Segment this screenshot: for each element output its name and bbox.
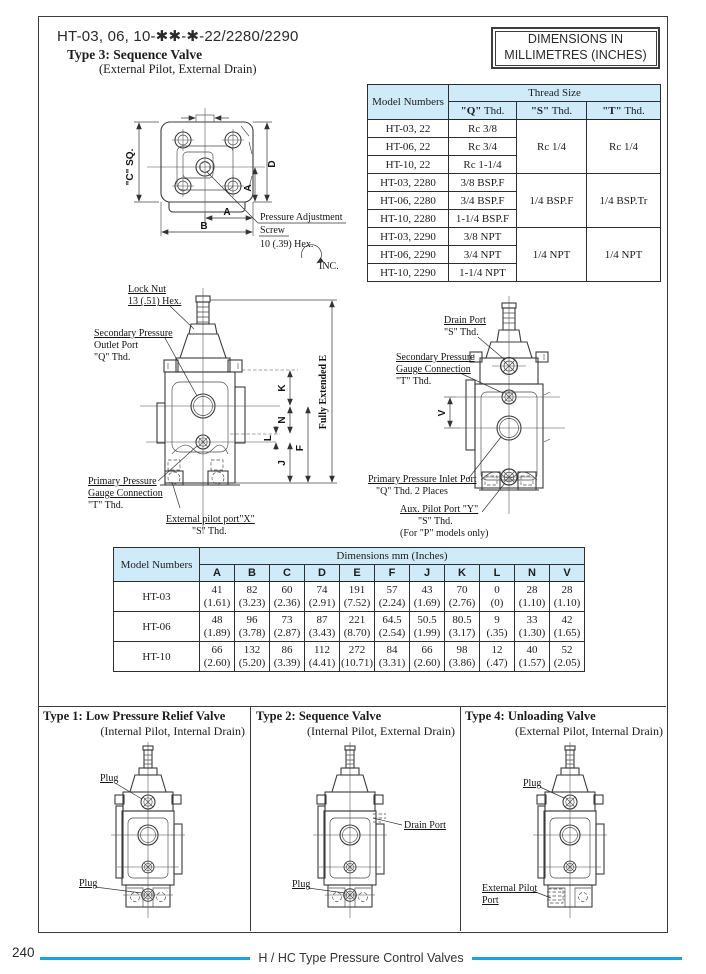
dimensions-note-line1: DIMENSIONS IN	[527, 32, 624, 47]
dim-label-fully-extended-e: Fully Extended E	[318, 354, 329, 429]
type2-subheading: (Internal Pilot, External Drain)	[307, 724, 455, 738]
type2-drain-port-label: Drain Port	[404, 820, 446, 831]
type3-subheading: (External Pilot, External Drain)	[99, 62, 257, 76]
pressure-adjustment-label-line3: 10 (.39) Hex.	[260, 239, 313, 250]
aux-pilot-label-line3: (For "P" models only)	[400, 528, 488, 539]
type1-type2-divider	[250, 707, 251, 931]
table-row: HT-10 66(2.60) 132(5.20) 86(3.39) 112(4.…	[113, 641, 585, 672]
thread-table-s-header: "S" Thd.	[516, 101, 587, 120]
type4-ext-pilot-label-line1: External Pilot	[482, 883, 537, 894]
dim-label-f: F	[295, 445, 306, 451]
dim-label-k: K	[277, 384, 288, 392]
secondary-gauge-label-line2: Gauge Connection	[396, 364, 471, 375]
top-view-diagram: "C" SQ. A D A B Pressure Adjustment Scre…	[125, 108, 346, 272]
dim-table-model-header: Model Numbers	[113, 547, 200, 582]
type1-heading: Type 1: Low Pressure Relief Valve	[43, 709, 226, 723]
lock-nut-label-line2: 13 (.51) Hex.	[128, 296, 181, 307]
external-pilot-port-label-line1: External pilot port"X"	[166, 514, 255, 525]
aux-pilot-label-line1: Aux. Pilot Port "Y"	[400, 504, 478, 515]
dim-label-a-bottom: A	[223, 207, 230, 218]
drain-port-label-line1: Drain Port	[444, 315, 486, 326]
table-row: HT-03, 22 Rc 3/8 Rc 1/4 Rc 1/4	[367, 119, 661, 174]
side-view-diagram: Drain Port "S" Thd. Secondary Pressure G…	[368, 296, 565, 539]
outlet-port-label-line1: Secondary Pressure	[94, 328, 173, 339]
type2-type4-divider	[460, 707, 461, 931]
secondary-gauge-label-line1: Secondary Pressure	[396, 352, 475, 363]
dim-label-l: L	[263, 435, 274, 441]
dim-label-n: N	[277, 416, 288, 423]
page-title: HT-03, 06, 10-✱✱-✱-22/2280/2290	[57, 28, 299, 45]
dim-label-v: V	[437, 409, 448, 416]
drain-port-label-line2: "S" Thd.	[444, 327, 479, 338]
type4-subheading: (External Pilot, Internal Drain)	[515, 724, 663, 738]
dim-table-group-header: Dimensions mm (Inches)	[199, 547, 585, 565]
dim-label-d: D	[267, 160, 278, 167]
page-number: 240	[12, 945, 35, 960]
dim-label-j: J	[277, 460, 288, 466]
pressure-adjustment-label-line1: Pressure Adjustment	[260, 212, 343, 223]
table-row: HT-03, 2290 3/8 NPT 1/4 NPT 1/4 NPT	[367, 227, 661, 282]
footer-title: H / HC Type Pressure Control Valves	[258, 951, 464, 965]
dim-label-b: B	[200, 221, 207, 232]
type1-heading-block: Type 1: Low Pressure Relief Valve (Inter…	[43, 709, 245, 739]
thread-table-t-header: "T" Thd.	[586, 101, 661, 120]
gauge-connection-label-line2: Gauge Connection	[88, 488, 163, 499]
type1-plug-top-label: Plug	[100, 773, 118, 784]
footer-rule-left	[40, 956, 251, 960]
lock-nut-label-line1: Lock Nut	[128, 284, 166, 295]
type4-heading: Type 4: Unloading Valve	[465, 709, 596, 723]
dim-label-c-sq: "C" SQ.	[125, 148, 136, 185]
aux-pilot-label-line2: "S" Thd.	[418, 516, 453, 527]
type4-ext-pilot-label-line2: Port	[482, 895, 499, 906]
dim-label-a-right: A	[243, 184, 254, 191]
inlet-port-label-line2: "Q" Thd. 2 Places	[376, 486, 448, 497]
external-pilot-port-label-line2: "S" Thd.	[192, 526, 227, 537]
thread-table-model-header: Model Numbers	[367, 84, 449, 120]
thread-size-table: Model Numbers Thread Size "Q" Thd. "S" T…	[367, 84, 661, 282]
inlet-port-label-line1: Primary Pressure Inlet Port	[368, 474, 477, 485]
front-view-diagram: Lock Nut 13 (.51) Hex. Secondary Pressur…	[88, 284, 337, 537]
type4-plug-label: Plug	[523, 778, 541, 789]
pressure-adjustment-label-line2: Screw	[260, 225, 286, 236]
outlet-port-label-line3: "Q" Thd.	[94, 352, 130, 363]
type4-heading-block: Type 4: Unloading Valve (External Pilot,…	[465, 709, 663, 739]
gauge-connection-label-line1: Primary Pressure	[88, 476, 157, 487]
page-border	[38, 16, 668, 933]
table-row: HT-03 41(1.61) 82(3.23) 60(2.36) 74(2.91…	[113, 581, 585, 612]
gauge-connection-label-line3: "T" Thd.	[88, 500, 123, 511]
dimensions-note-box: DIMENSIONS IN MILLIMETRES (INCHES)	[491, 27, 660, 69]
bottom-section-divider	[39, 706, 666, 707]
thread-table-q-header: "Q" Thd.	[448, 101, 517, 120]
table-row: HT-03, 2280 3/8 BSP.F 1/4 BSP.F 1/4 BSP.…	[367, 173, 661, 228]
type2-valve-diagram: Drain Port Plug	[292, 742, 446, 918]
type2-heading-block: Type 2: Sequence Valve (Internal Pilot, …	[256, 709, 455, 739]
secondary-gauge-label-line3: "T" Thd.	[396, 376, 431, 387]
type4-valve-diagram: Plug External Pilot Port	[482, 742, 607, 918]
type1-plug-bottom-label: Plug	[79, 878, 97, 889]
type2-plug-label: Plug	[292, 879, 310, 890]
type1-valve-diagram: Plug Plug	[79, 742, 185, 918]
table-row: HT-06 48(1.89) 96(3.78) 73(2.87) 87(3.43…	[113, 611, 585, 642]
inc-label: INC.	[319, 261, 339, 272]
outlet-port-label-line2: Outlet Port	[94, 340, 138, 351]
type2-heading: Type 2: Sequence Valve	[256, 709, 382, 723]
footer-rule-right	[471, 956, 683, 960]
thread-table-group-header: Thread Size	[448, 84, 661, 102]
footer: H / HC Type Pressure Control Valves	[40, 951, 683, 965]
type1-subheading: (Internal Pilot, Internal Drain)	[100, 724, 245, 738]
type3-heading: Type 3: Sequence Valve	[67, 47, 203, 62]
dimensions-note-line2: MILLIMETRES (INCHES)	[504, 48, 647, 62]
